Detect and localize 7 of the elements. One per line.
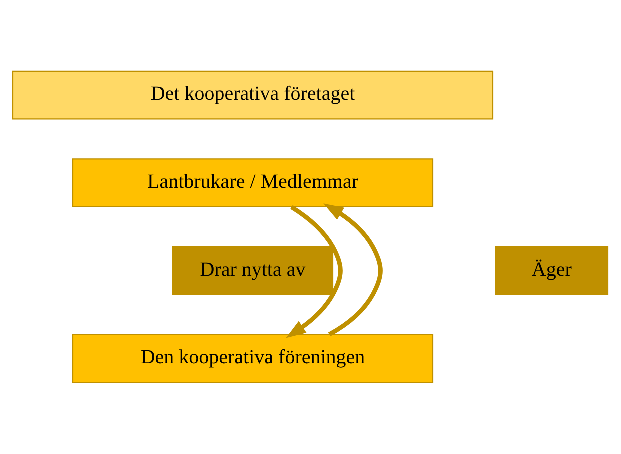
arrow bbox=[324, 204, 383, 337]
node-box: Drar nytta av bbox=[172, 246, 334, 296]
node-box: Äger bbox=[495, 246, 609, 296]
node-box: Den kooperativa föreningen bbox=[72, 334, 434, 384]
node-box: Det kooperativa företaget bbox=[12, 70, 494, 120]
node-box: Lantbrukare / Medlemmar bbox=[72, 158, 434, 208]
arrow bbox=[286, 205, 343, 338]
